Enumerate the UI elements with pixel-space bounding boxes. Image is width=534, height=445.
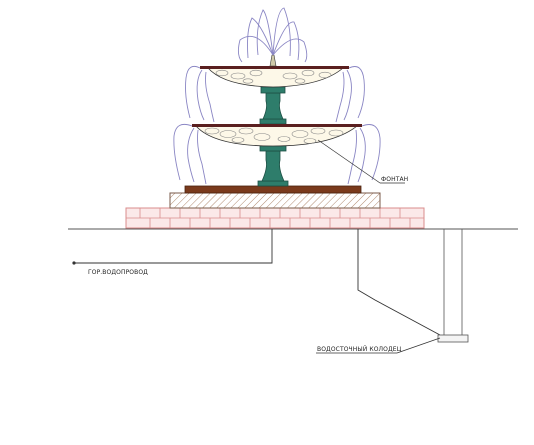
drain-leader-line [396,337,441,354]
lower-bowl-overflow [173,123,381,185]
upper-bowl-overflow [185,65,365,123]
brick-foundation [125,207,425,229]
fountain-leader-line [317,139,381,184]
nozzle-finial [269,54,277,67]
supply-pipe-end [72,261,76,265]
plinth-slab [184,185,362,194]
lower-pedestal [257,144,289,187]
drain-well [437,229,469,343]
upper-bowl [200,66,349,88]
concrete-base [169,192,381,209]
upper-pedestal [259,86,287,125]
drain-well-label: ВОДОСТОЧНЫЙ КОЛОДЕЦ [317,346,402,353]
lower-bowl [192,124,362,147]
water-supply-pipe [74,229,273,264]
water-supply-label: ГОР.ВОДОПРОВОД [88,269,148,276]
top-water-jet [237,7,308,63]
fountain-label: ФОНТАН [381,176,408,183]
drain-pipe [357,229,441,336]
